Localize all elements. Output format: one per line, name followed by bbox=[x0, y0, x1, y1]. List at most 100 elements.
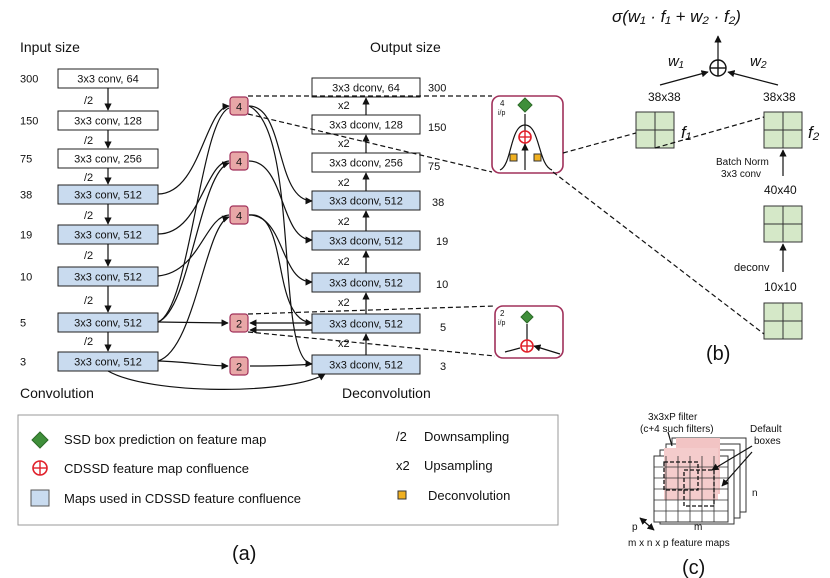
feature-map-bottom bbox=[763, 302, 803, 340]
encoder-layer: 3x3 conv, 512 19 bbox=[20, 224, 159, 245]
encoder-layer: 3x3 conv, 256 75 bbox=[20, 148, 159, 169]
encoder-layer-size: 150 bbox=[20, 116, 38, 128]
deconv-square-icon bbox=[509, 153, 518, 162]
feature-map-mid bbox=[763, 205, 803, 243]
decoder-layer: 3x3 dconv, 128 150 bbox=[311, 114, 446, 135]
filter-count-label: (c+4 such filters) bbox=[640, 424, 714, 435]
encoder-layer-size: 38 bbox=[20, 190, 32, 202]
legend-up-key: x2 bbox=[396, 458, 410, 473]
decoder-layer-label: 3x3 dconv, 512 bbox=[329, 319, 403, 331]
inset-top: 4 i/p bbox=[491, 95, 564, 174]
legend-deconv: Deconvolution bbox=[428, 488, 510, 503]
feature-map-stack bbox=[653, 431, 753, 525]
decoder-layer: 3x3 dconv, 512 5 bbox=[311, 313, 446, 334]
encoder-layer: 3x3 conv, 128 150 bbox=[20, 110, 159, 131]
formula: σ(w₁ · f₁ + w₂ · f₂) bbox=[612, 7, 741, 26]
batch-norm-label: Batch Norm bbox=[716, 157, 769, 168]
legend-ssd: SSD box prediction on feature map bbox=[64, 432, 266, 447]
decoder-layer-label: 3x3 dconv, 64 bbox=[332, 83, 400, 95]
confluence-node: 2 bbox=[229, 356, 249, 376]
encoder-layer: 3x3 conv, 512 5 bbox=[20, 312, 159, 333]
confluence-node: 4 bbox=[229, 151, 249, 171]
encoder-layer-size: 10 bbox=[20, 272, 32, 284]
decoder-layer: 3x3 dconv, 512 38 bbox=[311, 190, 444, 211]
caption-c: (c) bbox=[682, 557, 705, 578]
deconvolution-heading: Deconvolution bbox=[342, 385, 431, 401]
feature-maps-caption: m x n x p feature maps bbox=[628, 538, 730, 549]
size-right: 38x38 bbox=[763, 90, 796, 104]
legend: SSD box prediction on feature map CDSSD … bbox=[17, 414, 559, 526]
decoder-layer: 3x3 dconv, 64 300 bbox=[311, 77, 446, 98]
confluence-node: 4 bbox=[229, 205, 249, 225]
inset-num: 2 bbox=[500, 309, 505, 318]
encoder-layer-label: 3x3 conv, 256 bbox=[74, 154, 142, 166]
downsample-label: /2 bbox=[84, 135, 93, 147]
legend-cdssd: CDSSD feature map confluence bbox=[64, 461, 249, 476]
decoder-layer: 3x3 dconv, 512 19 bbox=[311, 230, 448, 251]
decoder-layer-size: 150 bbox=[428, 122, 446, 134]
decoder-layer-size: 19 bbox=[436, 236, 448, 248]
encoder-layer: 3x3 conv, 512 10 bbox=[20, 266, 159, 287]
w1-label: w₁ bbox=[668, 53, 684, 70]
decoder-layer-size: 300 bbox=[428, 83, 446, 95]
downsample-label: /2 bbox=[84, 210, 93, 222]
encoder-layer-size: 5 bbox=[20, 318, 26, 330]
encoder-column: 3x3 conv, 64 300 3x3 conv, 128 150 3x3 c… bbox=[20, 68, 159, 372]
size-bottom: 10x10 bbox=[764, 280, 797, 294]
encoder-layer-label: 3x3 conv, 128 bbox=[74, 116, 142, 128]
upsample-label: x2 bbox=[338, 177, 350, 189]
upsample-label: x2 bbox=[338, 216, 350, 228]
node-count: 2 bbox=[236, 319, 242, 331]
feature-map-f1 bbox=[635, 111, 675, 149]
decoder-layer: 3x3 dconv, 256 75 bbox=[311, 152, 440, 173]
skip-connection bbox=[107, 370, 326, 390]
ssd-diamond-icon bbox=[520, 310, 534, 324]
decoder-layer-label: 3x3 dconv, 512 bbox=[329, 360, 403, 372]
w2-label: w₂ bbox=[750, 53, 767, 70]
output-size-heading: Output size bbox=[370, 39, 441, 55]
legend-maps: Maps used in CDSSD feature confluence bbox=[64, 491, 301, 506]
m-label: m bbox=[694, 522, 702, 533]
panel-b: σ(w₁ · f₁ + w₂ · f₂) w₁ w₂ 38x38 38x38 f… bbox=[552, 7, 820, 365]
feature-map-f2 bbox=[763, 111, 803, 149]
ssd-diamond-icon bbox=[517, 97, 533, 113]
confluence-node: 4 bbox=[229, 96, 249, 116]
legend-down: Downsampling bbox=[424, 429, 509, 444]
node-count: 2 bbox=[236, 362, 242, 374]
f1-label: f₁ bbox=[681, 123, 691, 142]
p-label: p bbox=[632, 522, 638, 533]
encoder-layer-label: 3x3 conv, 512 bbox=[74, 190, 142, 202]
inset-sub: i/p bbox=[498, 320, 506, 327]
deconv-square-icon bbox=[533, 153, 542, 162]
decoder-layer-size: 3 bbox=[440, 361, 446, 373]
decoder-layer-size: 75 bbox=[428, 161, 440, 173]
ssd-diamond-icon bbox=[31, 431, 49, 449]
upsample-label: x2 bbox=[338, 297, 350, 309]
downsample-label: /2 bbox=[84, 95, 93, 107]
feature-map-icon bbox=[30, 489, 50, 507]
downsample-label: /2 bbox=[84, 250, 93, 262]
size-mid: 40x40 bbox=[764, 183, 797, 197]
node-count: 4 bbox=[236, 102, 242, 114]
inset-sub: i/p bbox=[498, 110, 506, 117]
decoder-layer-size: 38 bbox=[432, 197, 444, 209]
size-left: 38x38 bbox=[648, 90, 681, 104]
encoder-layer: 3x3 conv, 64 300 bbox=[20, 68, 159, 89]
node-count: 4 bbox=[236, 157, 242, 169]
decoder-layer-size: 5 bbox=[440, 322, 446, 334]
f2-label: f₂ bbox=[808, 123, 820, 142]
inset-num: 4 bbox=[500, 99, 505, 108]
downsample-label: /2 bbox=[84, 295, 93, 307]
caption-b: (b) bbox=[706, 343, 730, 365]
legend-down-key: /2 bbox=[396, 429, 407, 444]
upsample-label: x2 bbox=[338, 138, 350, 150]
encoder-layer: 3x3 conv, 512 3 bbox=[20, 351, 159, 372]
n-label: n bbox=[752, 488, 758, 499]
encoder-layer-label: 3x3 conv, 512 bbox=[74, 230, 142, 242]
encoder-layer-size: 75 bbox=[20, 154, 32, 166]
decoder-column: 3x3 dconv, 64 300 3x3 dconv, 128 150 3x3… bbox=[311, 77, 448, 375]
input-size-heading: Input size bbox=[20, 39, 80, 55]
encoder-layer-label: 3x3 conv, 512 bbox=[74, 318, 142, 330]
upsample-label: x2 bbox=[338, 256, 350, 268]
encoder-layer: 3x3 conv, 512 38 bbox=[20, 184, 159, 205]
